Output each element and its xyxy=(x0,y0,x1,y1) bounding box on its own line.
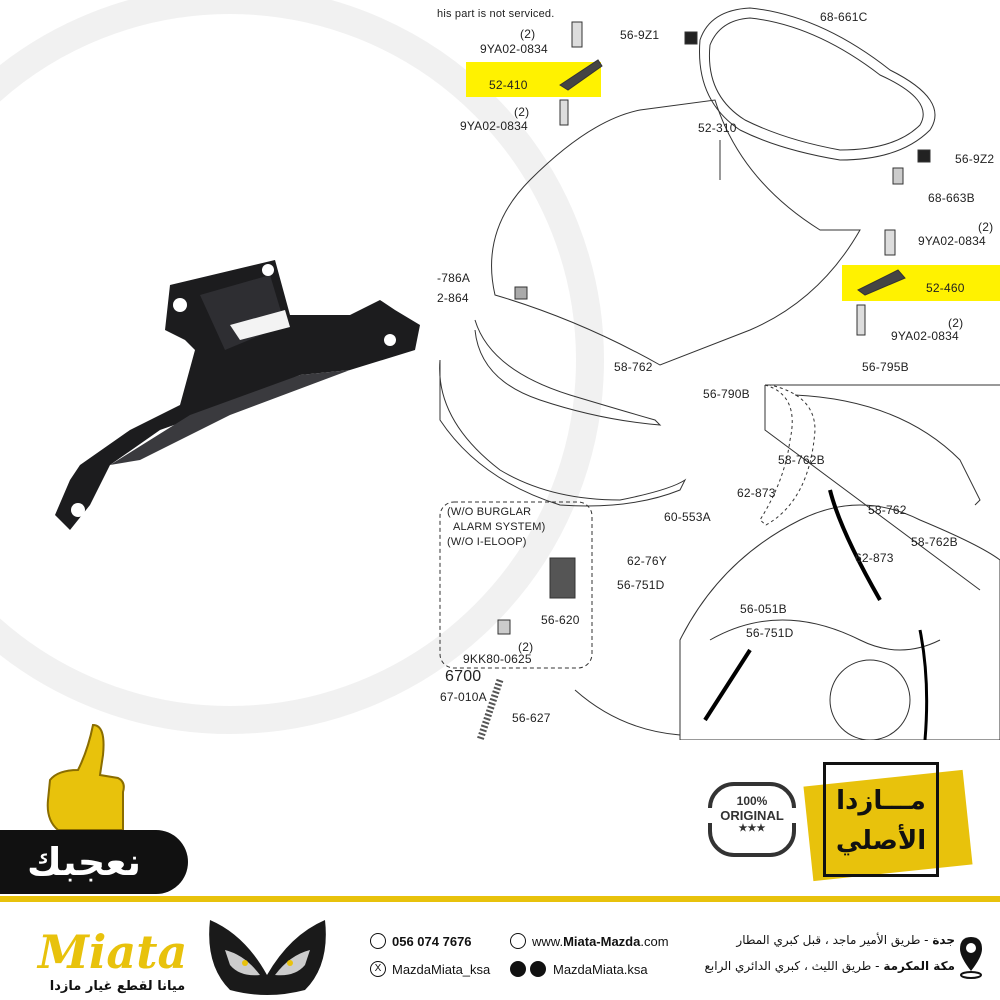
x-icon: X xyxy=(370,961,386,977)
part-label[interactable]: 56-751D xyxy=(746,626,794,640)
part-label[interactable]: 6700 xyxy=(445,668,482,685)
instagram-icon xyxy=(530,961,546,977)
box-note-line1: (W/O BURGLAR xyxy=(447,506,532,518)
brand-logo-text: Miata xyxy=(38,925,187,979)
badge-original: ORIGINAL xyxy=(704,808,800,823)
social-link[interactable]: MazdaMiata.ksa xyxy=(510,961,648,977)
background-arcs xyxy=(0,0,604,734)
part-label[interactable]: 58-762B xyxy=(911,535,958,549)
original-mazda-stamp: مـــازدا الأصلي xyxy=(823,762,939,877)
divider xyxy=(0,896,1000,902)
part-label[interactable]: 58-762B xyxy=(778,453,825,467)
qty-label: (2) xyxy=(948,316,964,330)
part-label[interactable]: 56-620 xyxy=(541,613,580,627)
qty-label: (2) xyxy=(520,27,536,41)
address-text: - طريق الليث ، كبري الدائري الرابع xyxy=(704,959,884,973)
hood-parts-diagram xyxy=(439,7,1000,740)
part-label[interactable]: 58-762 xyxy=(614,360,653,374)
globe-icon xyxy=(510,933,526,949)
not-serviced-note: his part is not serviced. xyxy=(437,8,555,20)
part-label[interactable]: 68-663B xyxy=(928,191,975,205)
qty-label: (2) xyxy=(514,105,530,119)
original-badge: 100% ORIGINAL ★★★ xyxy=(704,782,800,857)
thumbs-up-icon xyxy=(46,723,125,831)
qty-label: (2) xyxy=(978,220,994,234)
owl-logo-icon xyxy=(209,920,326,995)
phone-contact[interactable]: 056 074 7676 xyxy=(370,933,472,949)
part-label[interactable]: 9KK80-0625 xyxy=(463,652,532,666)
badge-stars: ★★★ xyxy=(738,823,766,834)
part-label[interactable]: 9YA02-0834 xyxy=(891,329,959,343)
part-label-hinge-right[interactable]: 52-460 xyxy=(926,281,965,295)
part-label[interactable]: 56-9Z1 xyxy=(620,28,660,42)
part-label[interactable]: 9YA02-0834 xyxy=(460,119,528,133)
part-label[interactable]: 62-873 xyxy=(737,486,776,500)
brand-name: Miata xyxy=(38,925,188,979)
like-tab: نعجبك xyxy=(0,830,188,894)
part-label[interactable]: 56-9Z2 xyxy=(955,152,995,166)
part-label[interactable]: 56-790B xyxy=(703,387,750,401)
website-domain: Miata-Mazda xyxy=(563,933,641,949)
stamp-line1: مـــازدا xyxy=(836,786,926,816)
address-city: مكة المكرمة xyxy=(883,959,955,973)
part-label[interactable]: 56-051B xyxy=(740,602,787,616)
tiktok-icon xyxy=(510,961,526,977)
x-handle: MazdaMiata_ksa xyxy=(392,961,491,977)
location-pin-icon xyxy=(960,937,982,979)
qty-label: (2) xyxy=(518,640,534,654)
hood-hinge-photo xyxy=(55,260,420,530)
part-label[interactable]: 9YA02-0834 xyxy=(918,234,986,248)
part-label[interactable]: 56-627 xyxy=(512,711,551,725)
part-label[interactable]: -786A xyxy=(437,271,471,285)
part-label[interactable]: 62-873 xyxy=(855,551,894,565)
part-label[interactable]: 9YA02-0834 xyxy=(480,42,548,56)
box-note-line2: ALARM SYSTEM) xyxy=(453,521,546,533)
part-label[interactable]: 62-76Y xyxy=(627,554,667,568)
address-city: جدة xyxy=(932,933,955,947)
part-label[interactable]: 52-310 xyxy=(698,121,737,135)
part-label[interactable]: 68-661C xyxy=(820,10,868,24)
address-makkah: مكة المكرمة - طريق الليث ، كبري الدائري … xyxy=(680,959,955,973)
stamp-line2: الأصلي xyxy=(835,826,927,856)
website-suffix: .com xyxy=(640,933,669,949)
part-label[interactable]: 2-864 xyxy=(437,291,469,305)
highlight-52-460 xyxy=(842,265,1000,301)
part-label[interactable]: 67-010A xyxy=(440,690,487,704)
box-note-line3: (W/O I-ELOOP) xyxy=(447,536,527,548)
badge-percent: 100% xyxy=(736,794,768,808)
x-link[interactable]: X MazdaMiata_ksa xyxy=(370,961,490,977)
website-prefix: www. xyxy=(532,933,564,949)
address-text: - طريق الأمير ماجد ، قبل كبري المطار xyxy=(736,933,933,947)
website-link[interactable]: www.Miata-Mazda.com xyxy=(510,933,669,949)
part-label-hinge-left[interactable]: 52-410 xyxy=(489,78,528,92)
address-jeddah: جدة - طريق الأمير ماجد ، قبل كبري المطار xyxy=(680,933,955,947)
part-label[interactable]: 58-762 xyxy=(868,503,907,517)
part-label[interactable]: 56-795B xyxy=(862,360,909,374)
part-label[interactable]: 60-553A xyxy=(664,510,711,524)
whatsapp-icon xyxy=(370,933,386,949)
phone-number: 056 074 7676 xyxy=(392,933,472,949)
brand-subtitle: ميانا لقطع غيار مازدا xyxy=(49,979,186,994)
social-handle: MazdaMiata.ksa xyxy=(553,961,648,977)
like-tab-label: نعجبك xyxy=(27,840,141,884)
footer: Miata ميانا لقطع غيار مازدا 056 074 7676… xyxy=(0,903,1000,1000)
part-label[interactable]: 56-751D xyxy=(617,578,665,592)
